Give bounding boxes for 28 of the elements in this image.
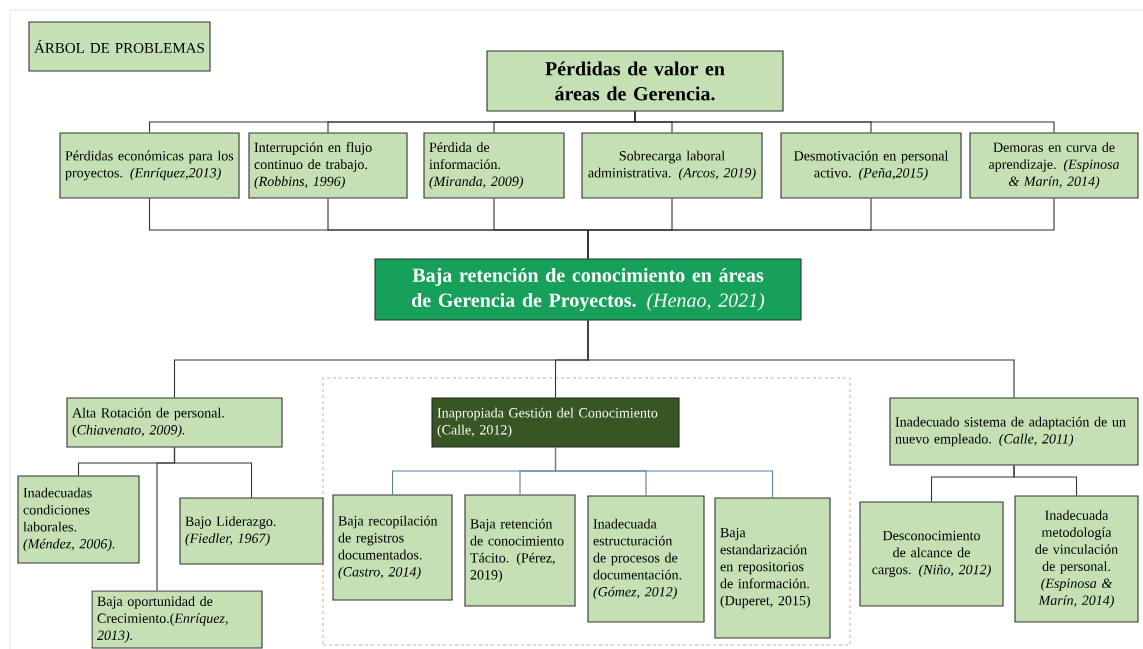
problem-box: Baja estandarización en repositorios de información. (Duperet, 2015)	[714, 497, 831, 639]
connector-line	[587, 320, 1015, 398]
effect-box: Pérdidas de valor en áreas de Gerencia.	[486, 50, 784, 112]
problem-box: Alta Rotación de personal. (Chiavenato, 2009).	[66, 397, 283, 448]
problem-box: Inadecuado sistema de adaptación de un nuevo empleado. (Calle, 2011)	[889, 397, 1139, 466]
core-problem-box: Baja retención de conocimiento en áreas de Gerencia de Proyectos. (Henao, 2021)	[374, 258, 802, 321]
problem-box: Desconocimiento de alcance de cargos. (Niño, 2012)	[859, 501, 1004, 607]
connector-line	[587, 198, 1055, 259]
connector-line	[554, 447, 774, 498]
problem-box: Pérdida de información. (Miranda, 2009)	[423, 132, 565, 199]
problem-box: Sobrecarga laboral administrativa. (Arcos, 2019)	[581, 132, 763, 199]
problem-box: Bajo Liderazgo. (Fiedler, 1967)	[179, 497, 324, 565]
problem-box: Inadecuada estructuración de procesos de documentación. (Gómez, 2012)	[587, 495, 705, 623]
problem-box: Baja recopilación de registros documentados. (Castro, 2014)	[332, 494, 453, 601]
problem-box: Inadecuadas condiciones laborales. (Méndez, 2006).	[17, 475, 140, 564]
problem-box: Inadecuada metodología de vinculación de personal. (Espinosa & Marín, 2014)	[1014, 495, 1139, 623]
dashed-frame	[322, 377, 851, 646]
connector-line	[1013, 465, 1078, 496]
title-box: ÁRBOL DE PROBLEMAS	[28, 21, 211, 72]
problem-box: Baja oportunidad de Crecimiento.(Enríquez, 2013).	[91, 590, 263, 649]
problem-box: Pérdidas económicas para los proyectos. (Enríquez,2013)	[59, 132, 240, 199]
problem-box: Demoras en curva de aprendizaje. (Espinosa & Marín, 2014)	[969, 132, 1139, 199]
connector-line	[634, 111, 1055, 133]
problem-box: Baja retención de conocimiento Tácito. (Pérez, 2019)	[464, 494, 576, 607]
problem-box: Interrupción en flujo continuo de trabajo. (Robbins, 1996)	[248, 132, 408, 199]
problem-box: Desmotivación en personal activo. (Peña,2015)	[780, 132, 962, 199]
cause-box: Inapropiada Gestión del Conocimiento (Calle, 2012)	[431, 397, 680, 448]
connector-line	[173, 447, 253, 498]
